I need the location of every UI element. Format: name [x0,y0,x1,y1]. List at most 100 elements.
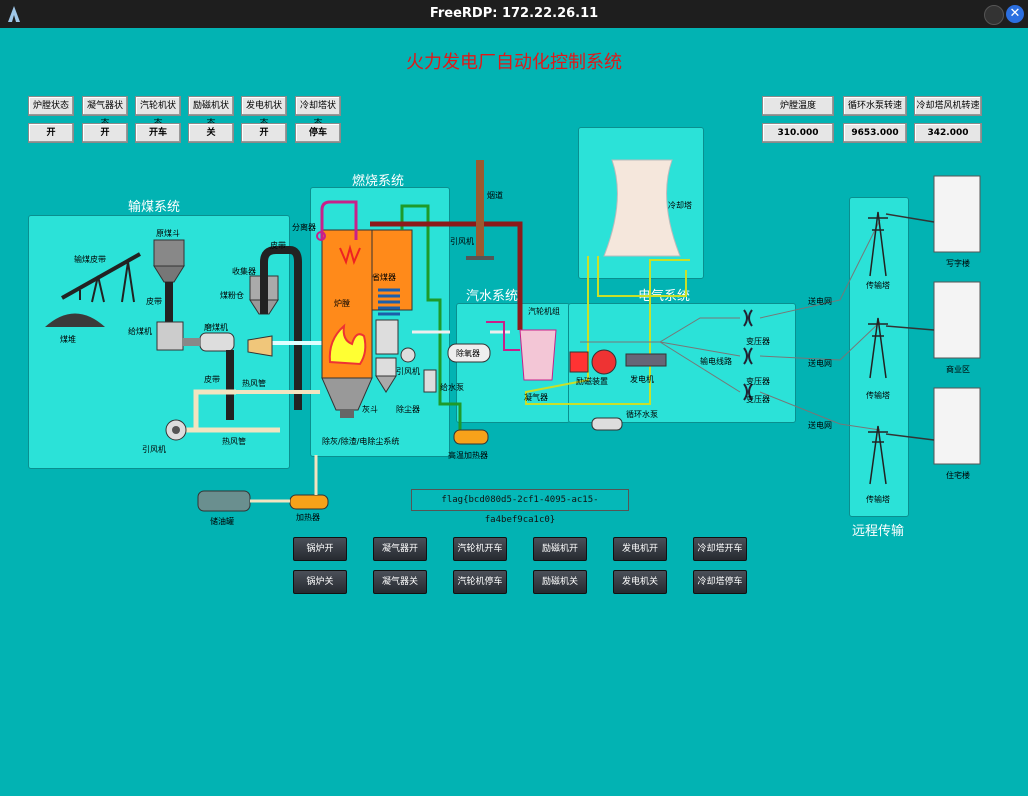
label-fan-top: 引风机 [450,237,474,246]
exciter-on-button[interactable]: 励磁机开 [533,537,587,561]
label-oil-tank: 储油罐 [210,517,234,526]
transformer-icons [743,309,753,401]
status-value-condenser: 开 [82,123,128,143]
label-belt-2: 皮带 [270,241,286,250]
reading-label-fan-speed: 冷却塔风机转速 [914,96,982,116]
reading-label-pump-speed: 循环水泵转速 [843,96,907,116]
status-value-exciter: 关 [188,123,234,143]
status-value-generator: 开 [241,123,287,143]
generator-on-button[interactable]: 发电机开 [613,537,667,561]
flag-display: flag{bcd080d5-2cf1-4095-ac15-fa4bef9ca1c… [411,489,629,525]
coal-hopper [153,239,185,322]
exciter-off-button[interactable]: 励磁机关 [533,570,587,594]
label-fan-left: 引风机 [142,445,166,454]
label-belt-3: 皮带 [204,375,220,384]
page-title: 火力发电厂自动化控制系统 [406,52,622,73]
freerdp-app-icon [8,6,20,22]
label-dust: 除尘器 [396,405,420,414]
label-condenser: 凝气器 [524,393,548,402]
status-label-condenser: 凝气器状态 [82,96,128,129]
label-ash: 灰斗 [362,405,378,414]
label-transformer-2: 变压器 [746,377,770,386]
generator-off-button[interactable]: 发电机关 [613,570,667,594]
remote-transmission-title: 远程传输 [852,524,905,539]
boiler-off-button[interactable]: 锅炉关 [293,570,347,594]
label-collector: 收集器 [232,267,256,276]
turbine-start-button[interactable]: 汽轮机开车 [453,537,507,561]
label-commercial: 商业区 [946,365,970,374]
deaerator-tank [447,343,491,363]
label-circulation-pump: 循环水泵 [626,410,658,419]
label-grid-3: 送电网 [808,421,832,430]
minimize-button[interactable] [984,5,1004,25]
status-value-furnace: 开 [28,123,74,143]
label-powder: 煤粉仓 [220,291,244,300]
cooling-stop-button[interactable]: 冷却塔停车 [693,570,747,594]
label-dust-system: 除灰/除渣/电除尘系统 [322,437,400,446]
condenser-off-button[interactable]: 凝气器关 [373,570,427,594]
oil-heater [289,494,329,510]
coal-mill [199,332,235,352]
dust-collector [375,357,397,393]
flame-icon [328,323,367,366]
status-value-cooling: 停车 [295,123,341,143]
label-coal-hopper: 原煤斗 [156,229,180,238]
label-transformer-1: 变压器 [746,337,770,346]
label-furnace: 炉膛 [334,299,350,308]
label-economizer: 省煤器 [372,273,396,282]
label-tower-1: 传输塔 [866,281,890,290]
label-coal-pile: 煤堆 [60,335,76,344]
status-value-turbine: 开车 [135,123,181,143]
transmission-towers [868,211,888,485]
label-belt-1: 皮带 [146,297,162,306]
oil-tank [197,490,251,512]
city-buildings [933,175,981,465]
window-title: FreeRDP: 172.22.26.11 [429,6,599,21]
label-fan-mid: 引风机 [396,367,420,376]
status-label-furnace: 炉膛状态 [28,96,74,116]
label-hp-heater: 高温加热器 [448,451,488,460]
circulation-pump [591,417,623,431]
condenser-on-button[interactable]: 凝气器开 [373,537,427,561]
steam-system-title: 汽水系统 [466,289,519,304]
label-residential: 住宅楼 [946,471,970,480]
reading-value-furnace-temp: 310.000 [762,123,834,143]
fan-mid [400,347,416,363]
label-heater: 加热器 [296,513,320,522]
close-button[interactable]: ✕ [1006,5,1024,23]
label-cooling-tower: 冷却塔 [668,201,692,210]
generator-unit [625,353,667,367]
close-icon: ✕ [1009,6,1021,21]
combustion-system-title: 燃烧系统 [352,174,405,189]
label-deaerator: 除氧器 [456,349,480,358]
exciter-unit [569,351,589,373]
label-mill: 磨煤机 [204,323,228,332]
label-separator: 分离器 [292,223,316,232]
reading-value-fan-speed: 342.000 [914,123,982,143]
label-generator: 发电机 [630,375,654,384]
turbine-unit [519,329,557,381]
boiler-on-button[interactable]: 锅炉开 [293,537,347,561]
label-conveyor: 输煤皮带 [74,255,106,264]
label-grid-1: 送电网 [808,297,832,306]
label-outlet: 输电线路 [700,357,732,366]
label-office: 写字楼 [946,259,970,268]
chimney [476,160,484,260]
label-tower-3: 传输塔 [866,495,890,504]
label-grid-2: 送电网 [808,359,832,368]
label-feeder: 给煤机 [128,327,152,336]
label-transformer-3: 变压器 [746,395,770,404]
reading-value-pump-speed: 9653.000 [843,123,907,143]
label-hot-air-1: 热风管 [242,379,266,388]
hp-heater [453,429,489,445]
remote-transmission-panel [849,197,909,517]
status-label-turbine: 汽轮机状态 [135,96,181,129]
label-exciter: 励磁装置 [576,377,608,386]
turbine-stop-button[interactable]: 汽轮机停车 [453,570,507,594]
cooling-start-button[interactable]: 冷却塔开车 [693,537,747,561]
label-hot-air-2: 热风管 [222,437,246,446]
coal-conveyor [61,252,141,303]
label-feed-pump: 给水泵 [440,383,464,392]
window-titlebar: FreeRDP: 172.22.26.11 ✕ [0,0,1028,28]
